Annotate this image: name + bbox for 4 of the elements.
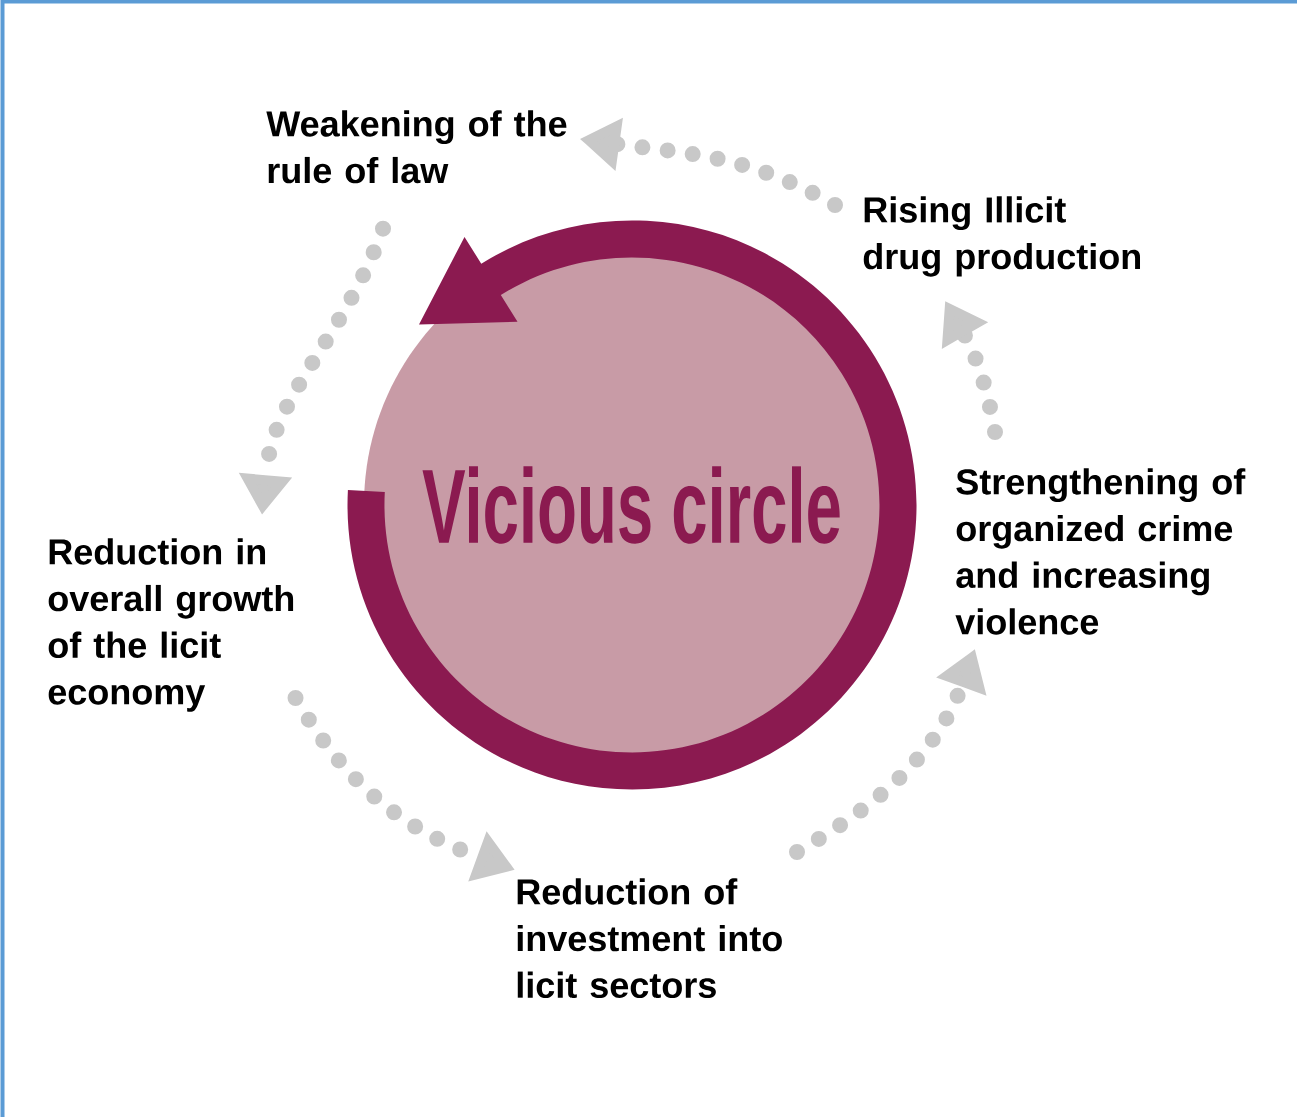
step-label: Weakening of the rule of law [266,110,567,184]
step-label: Reduction of investment into licit sectors [517,878,782,999]
step-label: Reduction in overall growth of the licit economy [48,538,294,712]
step-label: Strengthening of organized crime and increasing violence [955,468,1246,635]
